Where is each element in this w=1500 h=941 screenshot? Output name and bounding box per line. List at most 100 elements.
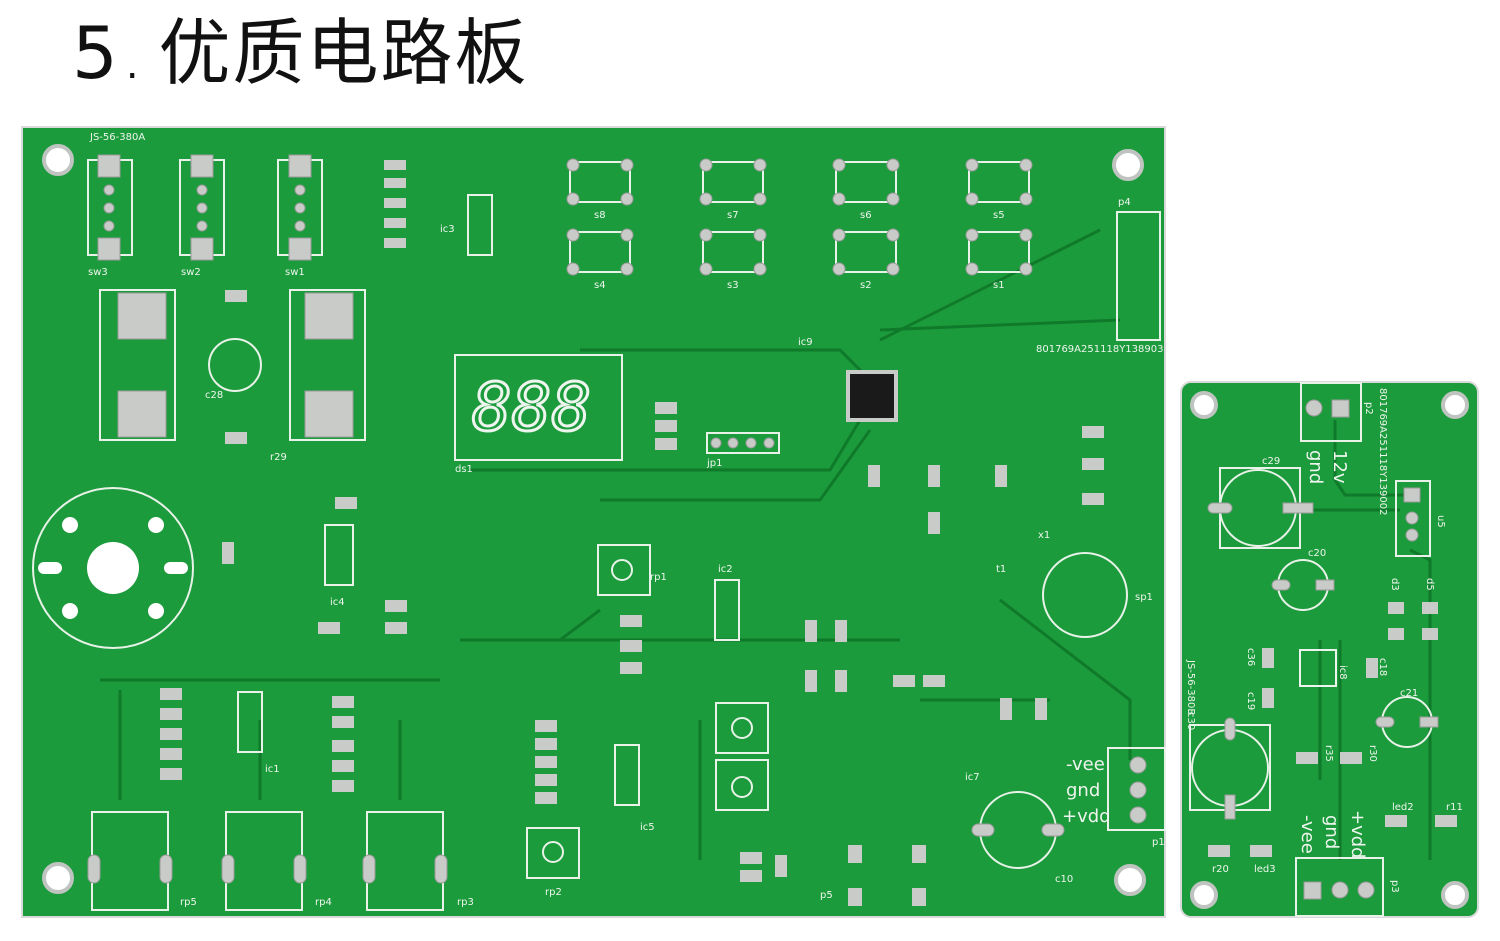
silk-label: d5: [1424, 578, 1435, 591]
silk-label: c29: [1262, 456, 1280, 467]
ic1-outline: [237, 691, 263, 753]
silk-label: sw3: [88, 267, 108, 278]
silk-label: c10: [1055, 874, 1073, 885]
capacitor-c28-outline: [208, 338, 262, 392]
terminal-p2: [1300, 382, 1362, 442]
silk-label: ic1: [265, 764, 280, 775]
silk-label: c36: [1245, 648, 1256, 666]
silk-label: r20: [1212, 864, 1229, 875]
silk-label: c21: [1400, 688, 1418, 699]
silk-label: d3: [1389, 578, 1400, 591]
silk-label: s4: [594, 280, 606, 291]
silk-label: s1: [993, 280, 1005, 291]
small-board-silkscreen: JS-56-380B 801769A251118Y139002 p2 c29 c…: [1185, 388, 1463, 893]
silk-label: x1: [1038, 530, 1050, 541]
seven-segment-display-ds1: 888: [454, 354, 623, 461]
small-board-smd-pads: [1208, 602, 1457, 857]
connector-label-vee: -vee: [1066, 754, 1105, 775]
tact-switch-footprints: [566, 158, 1033, 276]
silk-label: c18: [1377, 658, 1388, 676]
connector-p4: [1116, 211, 1161, 341]
silk-label: jp1: [706, 458, 723, 469]
connector-label-vdd: +vdd: [1062, 806, 1111, 827]
capacitor-c21: [1375, 696, 1439, 748]
board-id: JS-56-380A: [89, 132, 145, 143]
ic3-outline: [467, 194, 493, 256]
trimmer-potentiometers: [526, 544, 769, 879]
silk-label: s2: [860, 280, 872, 291]
silk-label: p2: [1363, 402, 1374, 415]
silk-label: c20: [1308, 548, 1326, 559]
ic8-outline: [1299, 649, 1337, 687]
heatsink-outline: [32, 487, 194, 649]
silk-label: ic3: [440, 224, 455, 235]
silk-label: s7: [727, 210, 739, 221]
silk-label: rp1: [650, 572, 667, 583]
silk-label: c28: [205, 390, 223, 401]
inductor-pads: [99, 289, 366, 441]
capacitor-c30: [1189, 717, 1271, 820]
silk-label: c30: [1185, 712, 1196, 730]
connector-label-gnd: gnd: [1321, 815, 1342, 849]
main-board-silkscreen: JS-56-380A 801769A251118Y138903 sw3 sw2 …: [88, 132, 1165, 908]
board-serial: 801769A251118Y139002: [1377, 388, 1388, 515]
silk-label: rp2: [545, 887, 562, 898]
silk-label: rp3: [457, 897, 474, 908]
heading-number: 5: [72, 11, 120, 95]
silk-label: led2: [1392, 802, 1414, 813]
silk-label: s3: [727, 280, 739, 291]
power-label-gnd: gnd: [1305, 450, 1326, 484]
silk-label: ic9: [798, 337, 813, 348]
page-heading: 5. 优质电路板: [72, 8, 529, 110]
ic5-outline: [614, 744, 640, 806]
power-label-12v: 12v: [1329, 450, 1350, 484]
regulator-u5: [1395, 480, 1431, 557]
silk-label: ic8: [1337, 665, 1348, 680]
board-id: JS-56-380B: [1185, 659, 1196, 715]
capacitor-c20: [1271, 559, 1335, 611]
heading-separator: .: [125, 42, 141, 88]
silk-label: t1: [996, 564, 1006, 575]
silk-label: p4: [1118, 197, 1131, 208]
silk-label: sp1: [1135, 592, 1153, 603]
silk-label: s5: [993, 210, 1005, 221]
header-jp1: [706, 432, 780, 454]
terminal-p3: [1295, 857, 1384, 917]
silk-label: ds1: [455, 464, 473, 475]
connector-label-vdd: +vdd: [1347, 810, 1368, 859]
capacitor-c29: [1207, 467, 1314, 549]
silk-label: rp4: [315, 897, 332, 908]
mounting-hole: [1112, 149, 1144, 181]
board-serial: 801769A251118Y138903: [1036, 344, 1163, 355]
silk-label: s8: [594, 210, 606, 221]
silk-label: r35: [1323, 745, 1334, 762]
silk-label: c19: [1245, 692, 1256, 710]
connector-label-vee: -vee: [1297, 815, 1318, 854]
silk-label: ic5: [640, 822, 655, 833]
silk-label: p5: [820, 890, 833, 901]
potentiometer-footprints: [87, 811, 448, 911]
silk-label: r11: [1446, 802, 1463, 813]
mounting-hole: [1114, 864, 1146, 896]
silk-label: u5: [1435, 515, 1446, 528]
ic2-outline: [714, 579, 740, 641]
terminal-block-p1: [1107, 747, 1166, 831]
ic4-outline: [324, 524, 354, 586]
silk-label: sw1: [285, 267, 305, 278]
silk-label: s6: [860, 210, 872, 221]
mounting-hole: [42, 144, 74, 176]
svg-text:888: 888: [472, 369, 591, 446]
mcu-ic9-footprint: [846, 370, 898, 422]
heading-text: 优质电路板: [158, 11, 529, 95]
main-board: 888: [21, 126, 1166, 918]
silk-label: led3: [1254, 864, 1276, 875]
silk-label: r30: [1367, 745, 1378, 762]
silk-label: ic7: [965, 772, 980, 783]
mounting-hole: [42, 862, 74, 894]
silk-label: ic4: [330, 597, 345, 608]
small-board: JS-56-380B 801769A251118Y139002 p2 c29 c…: [1180, 381, 1479, 918]
silk-label: rp5: [180, 897, 197, 908]
silk-label: r29: [270, 452, 287, 463]
slide-switch-footprints: [87, 154, 323, 261]
